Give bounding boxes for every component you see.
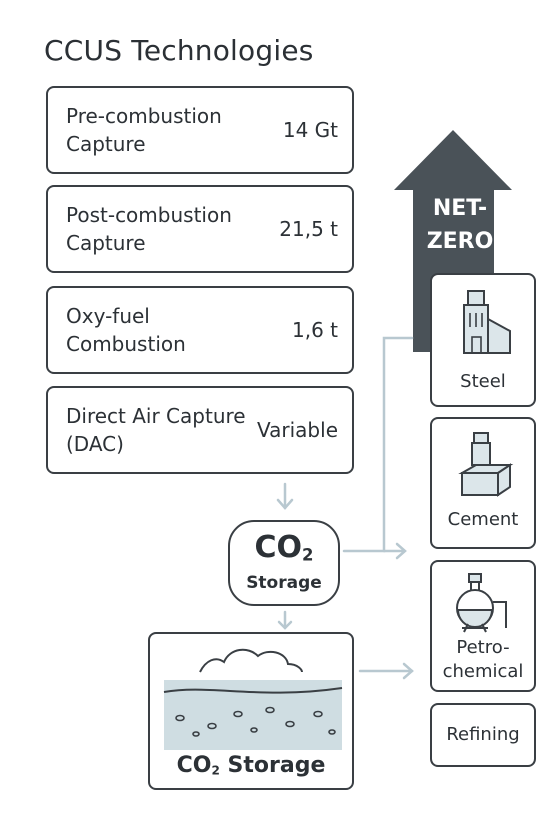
page-title: CCUS Technologies <box>44 34 314 67</box>
storage-site-label: CO2 Storage <box>176 753 326 778</box>
down-arrow-icon <box>276 482 294 510</box>
tech-box-oxy-fuel: Oxy-fuel Combustion 1,6 t <box>46 286 354 374</box>
industry-label: Refining <box>446 724 520 745</box>
underground-storage-icon <box>163 648 343 750</box>
tech-value: 14 Gt <box>282 118 338 142</box>
tech-value: 21,5 t <box>279 217 338 241</box>
connector-line <box>358 662 414 680</box>
storage-label: Storage <box>246 572 322 593</box>
tech-box-post-combustion: Post-combustion Capture 21,5 t <box>46 185 354 273</box>
industry-label: Petro- chemical <box>442 637 524 682</box>
net-zero-line: ZERO <box>426 229 494 254</box>
co2-formula: CO2 <box>254 530 314 566</box>
tech-box-dac: Direct Air Capture (DAC) Variable <box>46 386 354 474</box>
factory-icon <box>463 290 511 354</box>
industry-refining: Refining <box>430 703 536 767</box>
co2-storage-node: CO2 Storage <box>228 520 340 606</box>
tech-name: Pre-combustion Capture <box>66 104 222 156</box>
flask-icon <box>456 573 507 633</box>
tech-name: Post-combustion Capture <box>66 203 232 255</box>
co2-storage-site: CO2 Storage <box>148 632 354 790</box>
down-arrow-icon <box>277 610 293 630</box>
industry-steel: Steel <box>430 273 536 407</box>
tech-value: 1,6 t <box>291 318 338 342</box>
cement-kiln-icon <box>458 432 514 497</box>
tech-value: Variable <box>257 418 338 442</box>
industry-petrochemical: Petro- chemical <box>430 560 536 692</box>
industry-label: Steel <box>460 371 506 392</box>
connector-line <box>342 336 414 560</box>
tech-name: Oxy-fuel Combustion <box>66 304 186 356</box>
net-zero-label: NET- ZERO <box>415 192 505 258</box>
net-zero-line: NET- <box>432 196 488 221</box>
tech-box-pre-combustion: Pre-combustion Capture 14 Gt <box>46 86 354 174</box>
net-zero-arrow <box>394 130 512 352</box>
industry-cement: Cement <box>430 417 536 549</box>
tech-name: Direct Air Capture (DAC) <box>66 404 246 456</box>
industry-label: Cement <box>447 509 519 530</box>
